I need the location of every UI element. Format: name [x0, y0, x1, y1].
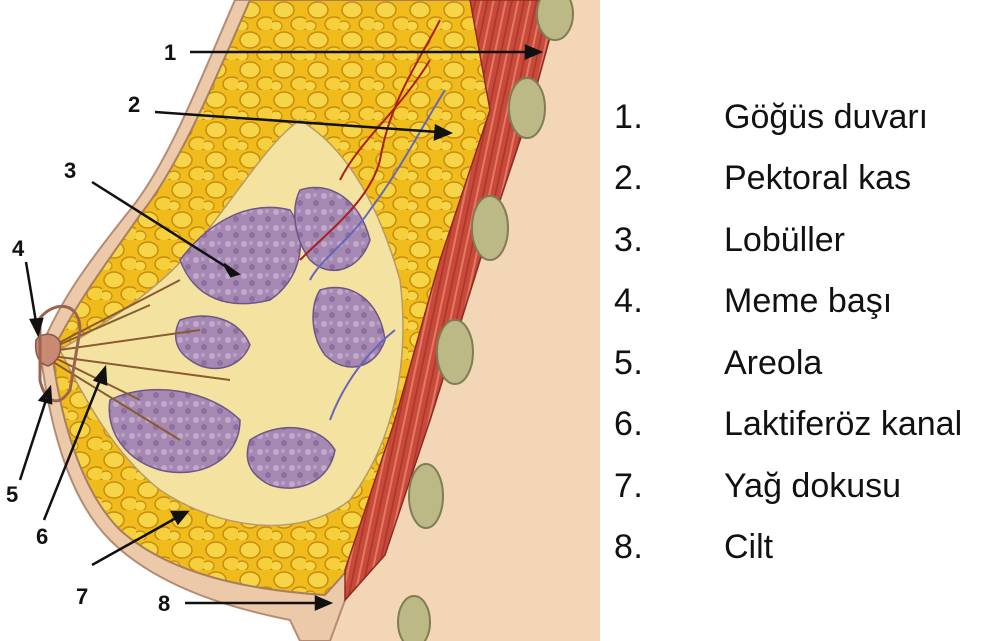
legend-number: 2.: [614, 161, 724, 195]
legend-label: Cilt: [724, 530, 773, 564]
legend-label: Laktiferöz kanal: [724, 407, 962, 441]
callout-5: 5: [6, 482, 18, 507]
legend-item: 2. Pektoral kas: [614, 148, 976, 210]
legend-label: Göğüs duvarı: [724, 100, 928, 134]
legend-item: 1. Göğüs duvarı: [614, 86, 976, 148]
legend-number: 7.: [614, 469, 724, 503]
legend-label: Meme başı: [724, 284, 892, 318]
callout-8: 8: [158, 591, 170, 616]
legend-item: 7. Yağ dokusu: [614, 455, 976, 517]
callout-4: 4: [12, 236, 25, 261]
callout-1: 1: [164, 40, 176, 65]
legend-item: 3. Lobüller: [614, 209, 976, 271]
callout-7: 7: [76, 584, 88, 609]
legend: 1. Göğüs duvarı 2. Pektoral kas 3. Lobül…: [614, 86, 976, 578]
legend-label: Areola: [724, 346, 822, 380]
legend-item: 5. Areola: [614, 332, 976, 394]
legend-number: 8.: [614, 530, 724, 564]
callout-6: 6: [36, 524, 48, 549]
callout-2: 2: [128, 92, 140, 117]
legend-label: Lobüller: [724, 223, 845, 257]
legend-number: 4.: [614, 284, 724, 318]
legend-item: 6. Laktiferöz kanal: [614, 394, 976, 456]
legend-label: Pektoral kas: [724, 161, 911, 195]
legend-label: Yağ dokusu: [724, 469, 901, 503]
legend-number: 5.: [614, 346, 724, 380]
legend-item: 4. Meme başı: [614, 271, 976, 333]
legend-number: 1.: [614, 100, 724, 134]
callout-3: 3: [64, 158, 76, 183]
breast-cross-section-illustration: 1 2 3 4 5 6 7 8: [0, 0, 600, 641]
legend-number: 6.: [614, 407, 724, 441]
legend-item: 8. Cilt: [614, 517, 976, 579]
legend-number: 3.: [614, 223, 724, 257]
